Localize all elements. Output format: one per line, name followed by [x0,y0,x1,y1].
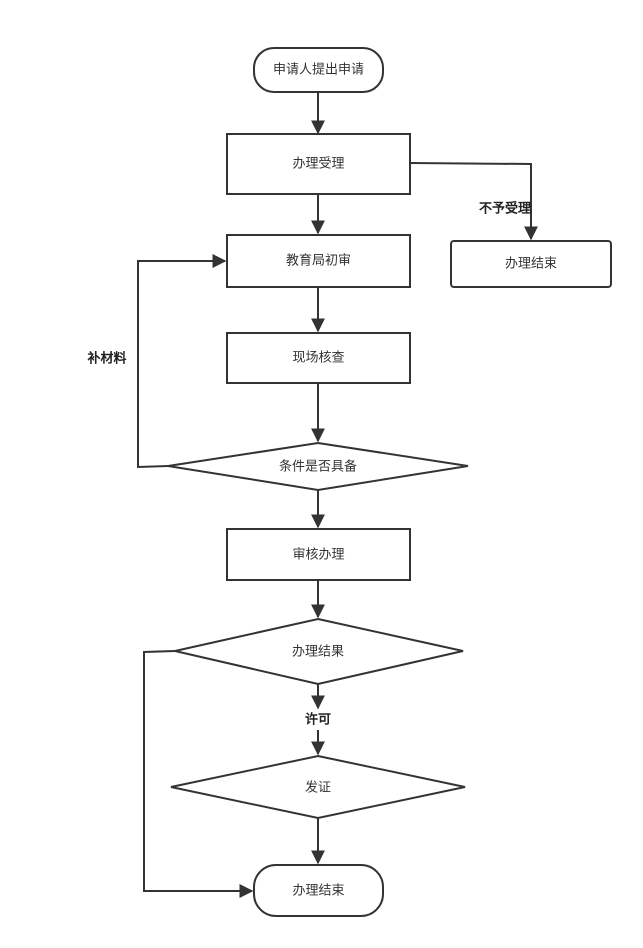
node-site-check-label: 现场核查 [292,351,344,366]
edge-accept-to-reject-end [409,162,538,241]
edge-label-permit: 许可 [305,712,331,728]
node-result: 办理结果 [174,617,464,686]
node-certificate-label: 发证 [305,780,331,796]
node-start: 申请人提出申请 [253,47,384,93]
node-end-label: 办理结束 [292,884,344,899]
node-accept: 办理受理 [226,133,411,195]
node-certificate: 发证 [170,754,466,820]
node-end: 办理结束 [253,864,384,917]
edge-label-supplement: 补材料 [86,351,126,367]
edge-label-reject: 不予受理 [479,201,531,217]
node-reject-end: 办理结束 [450,240,612,288]
edge-result-to-end [143,650,254,898]
node-review-handle-label: 审核办理 [292,548,344,563]
node-condition: 条件是否具备 [167,441,469,492]
node-start-label: 申请人提出申请 [273,62,364,78]
node-accept-label: 办理受理 [292,157,344,172]
edge-condition-to-edu-review [137,254,227,469]
node-edu-review: 教育局初审 [226,234,411,288]
node-reject-end-label: 办理结束 [505,257,557,272]
node-review-handle: 审核办理 [226,528,411,581]
node-result-label: 办理结果 [292,645,344,660]
node-site-check: 现场核查 [226,332,411,384]
node-condition-label: 条件是否具备 [279,459,357,475]
node-edu-review-label: 教育局初审 [286,253,351,269]
